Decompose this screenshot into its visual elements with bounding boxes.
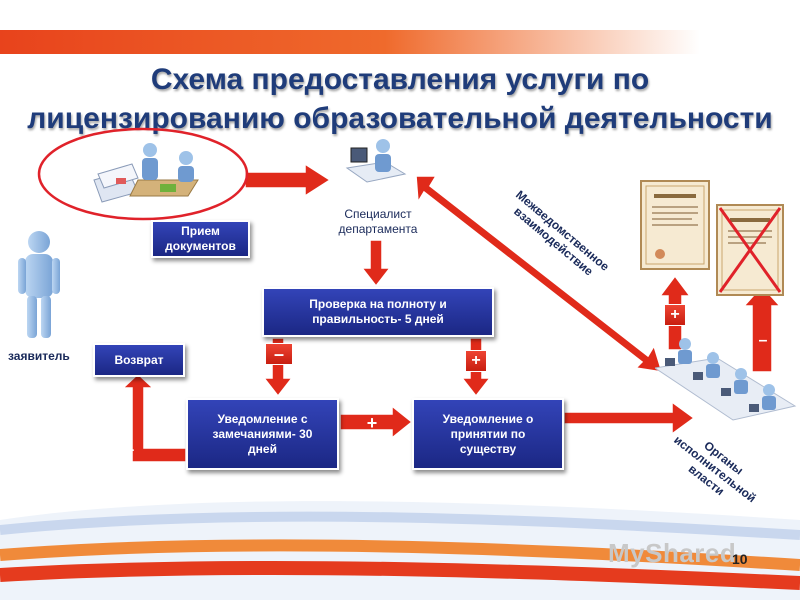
title-line-1: Схема предоставления услуги по [150, 63, 650, 96]
watermark-logo: MyShared [608, 538, 737, 568]
reception-highlight-ellipse [37, 127, 249, 221]
reception-clerks-icon [93, 143, 199, 203]
specialist-label: Специалист департамента [338, 207, 418, 236]
minus-sign-check: – [265, 343, 293, 365]
specialist-icon [345, 139, 407, 183]
minus-sign-return: - [129, 441, 135, 457]
applicant-figure-icon [18, 231, 60, 338]
proverka-box: Проверка на полноту и правильность- 5 дн… [262, 287, 494, 337]
plus-sign-middle: + [366, 412, 378, 433]
vozvrat-box: Возврат [93, 343, 185, 377]
authorities-group-icon [655, 338, 797, 421]
uvedomlenie-prinyatie-box: Уведомление о принятии по существу [412, 398, 564, 470]
plus-sign-check: + [465, 350, 487, 372]
bottom-waves [0, 501, 800, 600]
priem-dokumentov-box: Прием документов [151, 220, 250, 258]
top-accent-bar [0, 30, 700, 54]
zayavitel-label: заявитель [8, 349, 70, 363]
revoked-certificate-icon [716, 204, 784, 296]
plus-sign-certificate: + [664, 304, 686, 326]
minus-sign-certificate: – [758, 332, 768, 349]
uvedomlenie-zamechaniya-box: Уведомление с замечаниями- 30 дней [186, 398, 339, 470]
license-certificate-icon [640, 180, 710, 270]
page-number: 10 [732, 551, 748, 567]
